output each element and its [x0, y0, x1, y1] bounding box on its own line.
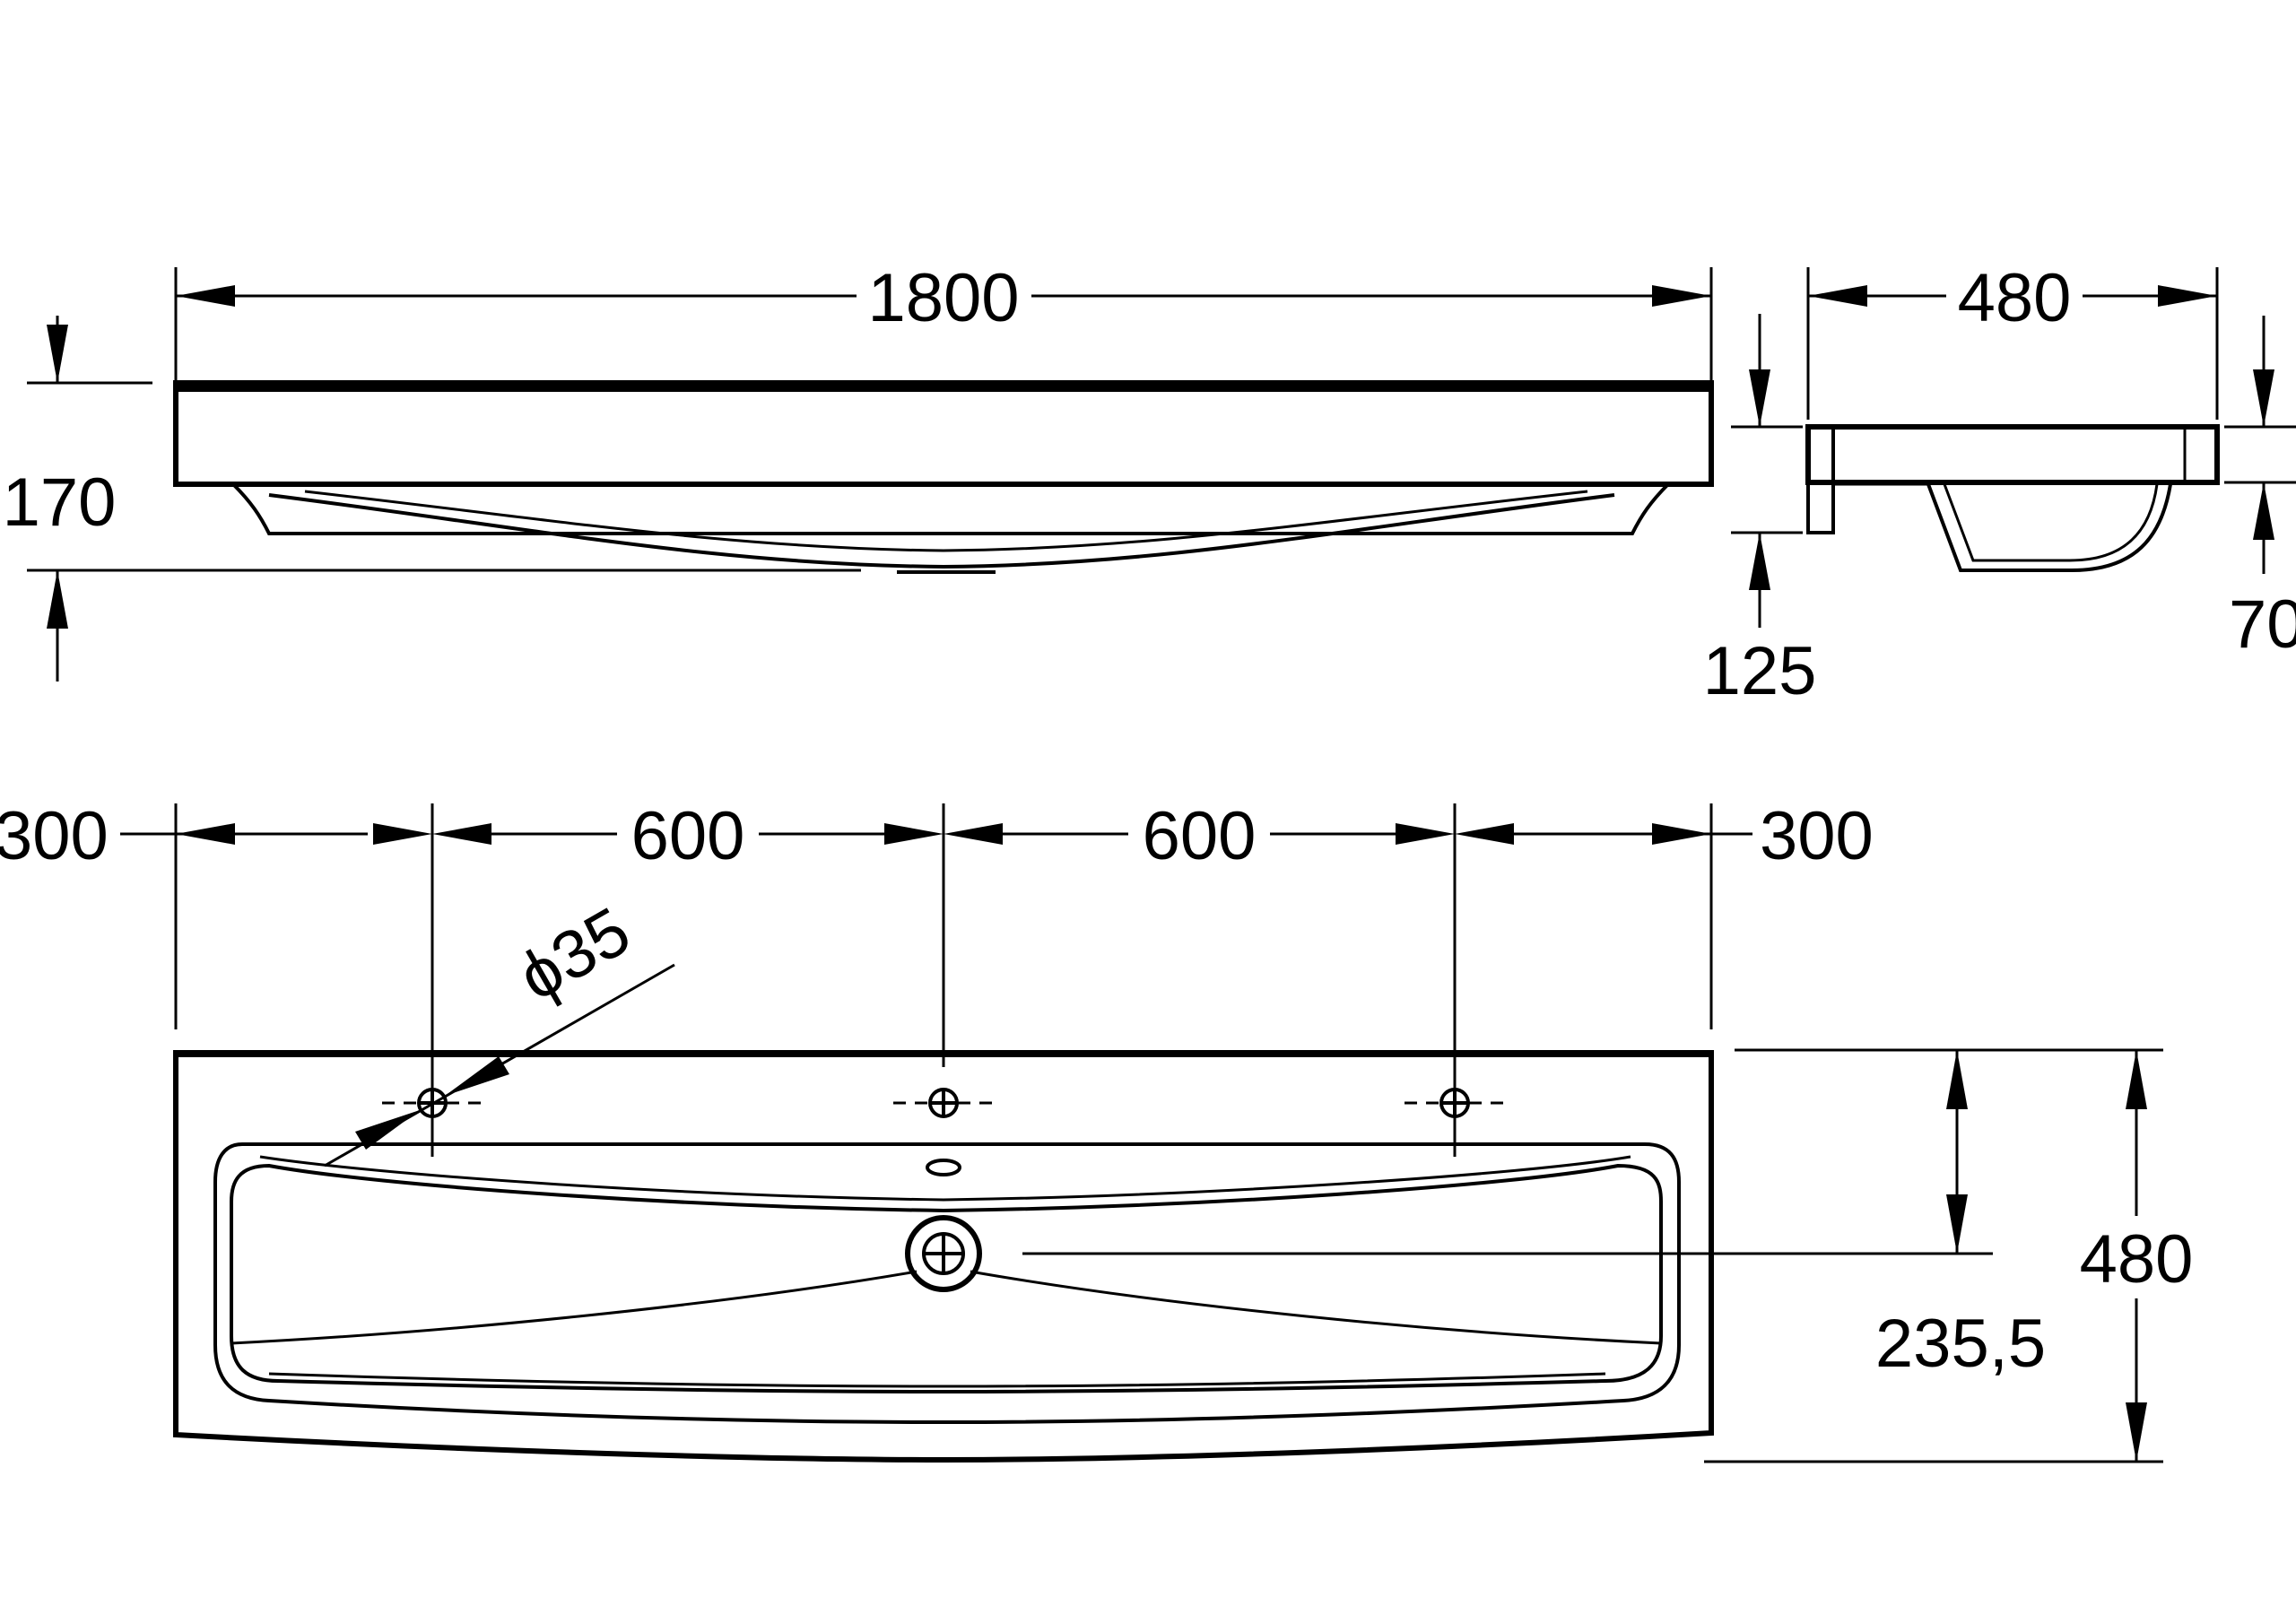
plan-slope-left	[230, 1270, 918, 1345]
dim-label-300-right: 300	[1760, 798, 1874, 874]
dim-label-480-side: 480	[1958, 260, 2072, 336]
tap-hole-center	[893, 1088, 996, 1118]
side-back-plate	[1806, 425, 1835, 534]
plan-slope-right	[970, 1270, 1662, 1345]
dim-label-170: 170	[3, 464, 117, 541]
dim-label-phi35: ϕ35	[506, 893, 643, 1016]
front-slab	[173, 380, 1714, 487]
dim-label-125: 125	[1703, 633, 1817, 709]
dim-side-depth: 480	[1806, 260, 2219, 420]
plan-back-lip	[259, 1155, 1631, 1202]
dim-label-600-right: 600	[1143, 798, 1257, 874]
dim-overflow-height: 125	[1703, 314, 1817, 709]
dim-overall-length: 1800	[174, 260, 1713, 402]
plan-front-lip	[268, 1372, 1606, 1388]
drain	[905, 1215, 982, 1292]
dim-spacing-chain: 300 600 600 300	[0, 798, 1874, 1157]
front-basin-curve	[268, 493, 1615, 569]
side-elevation	[1805, 424, 2220, 572]
dim-label-70: 70	[2229, 586, 2296, 663]
overflow-hole	[926, 1159, 961, 1176]
dim-side-lower-height: 70	[2224, 316, 2296, 663]
front-top-band	[176, 383, 1711, 392]
dim-height: 170	[3, 316, 861, 681]
front-basin-body	[231, 482, 1670, 535]
dim-plan-depth: 480	[1704, 1050, 2194, 1463]
dim-tap-hole-diameter: ϕ35	[324, 893, 675, 1168]
dim-label-600-left: 600	[631, 798, 745, 874]
dim-label-1800: 1800	[867, 260, 1019, 336]
dim-label-235-5: 235,5	[1875, 1306, 2046, 1382]
plan-basin-rim	[213, 1142, 1681, 1425]
dim-label-480-plan: 480	[2080, 1221, 2194, 1298]
front-basin-curve-inner	[304, 490, 1588, 552]
side-bowl-inner	[1943, 483, 2159, 562]
side-slab	[1805, 424, 2220, 485]
plan-basin-inner	[230, 1163, 1663, 1394]
dim-drain-offset: 235,5	[1022, 1048, 2163, 1382]
side-bowl	[1926, 483, 2172, 572]
plan-outline	[173, 1050, 1714, 1463]
front-elevation	[173, 380, 1714, 574]
dim-label-300-left: 300	[0, 798, 109, 874]
